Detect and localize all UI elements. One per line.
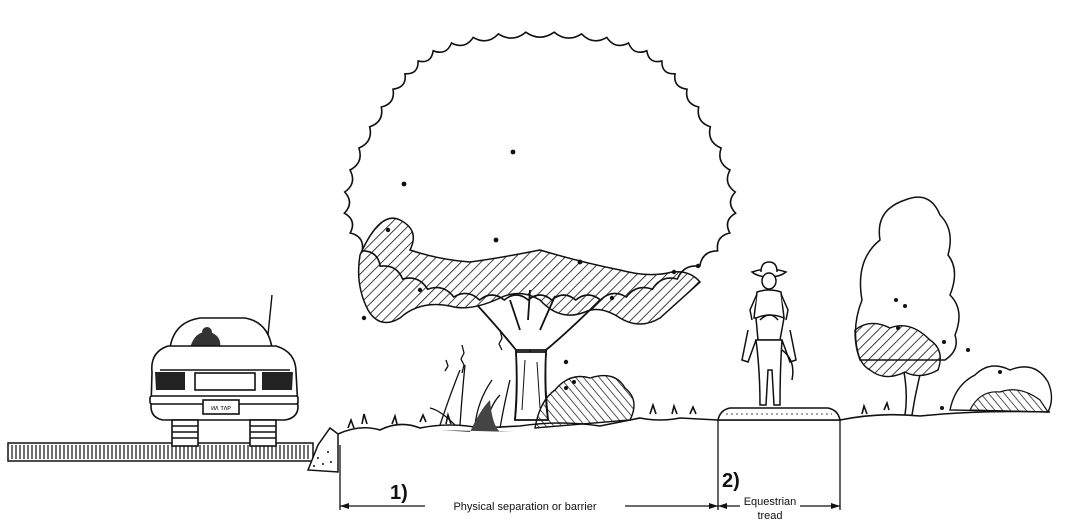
large-tree <box>344 32 735 420</box>
left-tire <box>172 420 198 446</box>
license-plate-text: ᴎᴧ ᴛᴧᴘ <box>211 405 231 412</box>
equestrian-label: Equestrian <box>744 496 797 508</box>
separation-label: Physical separation or barrier <box>453 501 596 513</box>
horse-and-rider <box>742 262 796 405</box>
callout-2: 2) <box>722 470 740 492</box>
right-tire <box>250 420 276 446</box>
right-tree <box>855 197 970 415</box>
right-shrubs <box>940 366 1052 412</box>
equestrian-tread-surface <box>718 408 840 420</box>
yucca-shrubs <box>430 330 515 432</box>
callout-1: 1) <box>390 482 408 504</box>
tread-label: tread <box>757 510 782 522</box>
small-shrub <box>535 376 634 428</box>
car-rear-view <box>150 295 298 446</box>
